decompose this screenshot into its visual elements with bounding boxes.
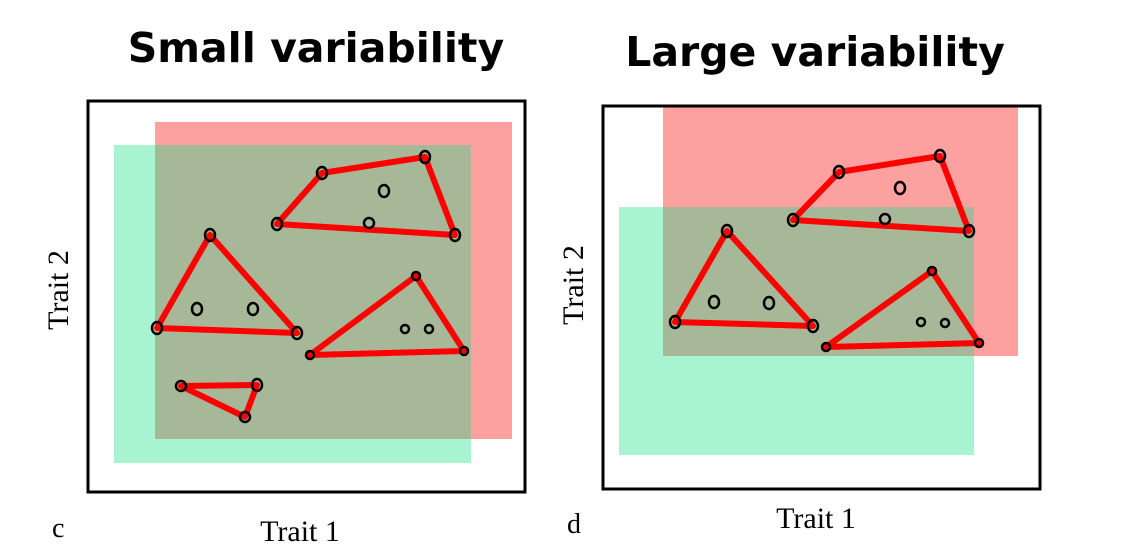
species-point <box>290 325 304 341</box>
species-point <box>304 349 316 361</box>
species-point <box>423 323 435 335</box>
species-point <box>762 295 776 311</box>
species-point <box>933 148 947 164</box>
x-axis-label: Trait 1 <box>776 502 856 535</box>
panel-title: Small variability <box>128 24 504 72</box>
species-point <box>820 341 832 353</box>
panel-small-variability: Small variability <box>42 24 527 548</box>
species-point <box>668 314 682 330</box>
species-point <box>399 323 411 335</box>
convex-hull-triangle <box>672 228 816 329</box>
species-point <box>410 270 422 282</box>
species-point <box>806 318 820 334</box>
overlap-region <box>155 145 471 439</box>
species-point <box>915 316 927 328</box>
species-point <box>786 212 800 228</box>
species-point <box>250 377 264 393</box>
convex-hull-triangle <box>154 232 300 336</box>
species-point <box>190 301 204 317</box>
species-point <box>448 227 462 243</box>
species-point <box>377 183 391 199</box>
species-points <box>668 148 985 353</box>
species-point <box>720 223 734 239</box>
species-point <box>174 379 188 393</box>
species-points <box>150 149 470 424</box>
species-point <box>362 216 376 230</box>
species-point <box>418 149 432 165</box>
panel-large-variability: Large variability <box>557 28 1042 540</box>
panel-letter: c <box>52 513 64 544</box>
panel-letter: d <box>567 509 581 540</box>
species-point <box>878 212 892 226</box>
species-point <box>973 337 985 349</box>
species-point <box>926 265 938 277</box>
convex-hull-quad <box>274 154 458 238</box>
convex-hull-triangle-small <box>178 382 260 420</box>
species-point <box>203 227 217 243</box>
species-point <box>458 345 470 357</box>
species-point <box>939 317 951 329</box>
species-point <box>238 410 252 424</box>
convex-hull-triangle <box>307 273 467 358</box>
species-point <box>150 320 164 336</box>
species-point <box>246 301 260 317</box>
panel-title: Large variability <box>625 28 1005 76</box>
plot-frame <box>601 104 1042 491</box>
y-axis-label: Trait 2 <box>42 250 75 330</box>
y-axis-label: Trait 2 <box>557 245 590 325</box>
plot-frame <box>86 99 527 494</box>
species-point <box>270 216 284 232</box>
species-point <box>707 294 721 310</box>
x-axis-label: Trait 1 <box>260 515 340 548</box>
species-point <box>315 165 329 181</box>
convex-hull-quad <box>790 153 972 234</box>
species-point <box>893 180 907 196</box>
convex-hull-triangle <box>823 268 982 350</box>
species-point <box>962 223 976 239</box>
species-point <box>832 164 846 180</box>
